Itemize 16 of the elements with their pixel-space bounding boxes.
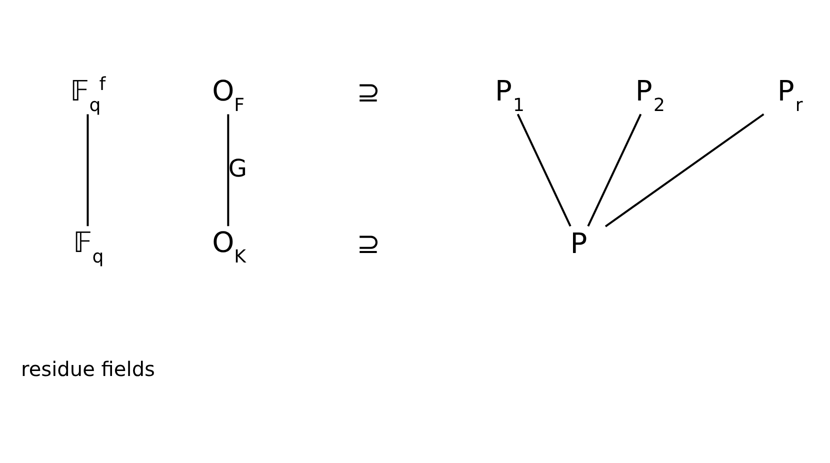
node-text: P$_{1}$ — [495, 74, 525, 116]
connector — [516, 113, 572, 226]
node-text: P — [570, 226, 588, 260]
label: ⊇ — [356, 226, 380, 260]
edge-label: G — [228, 154, 248, 182]
connector — [604, 112, 764, 227]
connector — [227, 114, 230, 226]
node-text: 𝔽$_{q}$ — [73, 225, 104, 267]
connector — [587, 113, 642, 226]
node-text: P$_{2}$ — [635, 74, 665, 116]
label: residue fields — [21, 356, 156, 380]
node-text: O$_{F}$ — [212, 74, 245, 116]
label: ⊇ — [356, 74, 380, 108]
connector — [86, 114, 89, 226]
node-text: O$_{K}$ — [212, 225, 246, 267]
node-text: P$_{r}$ — [777, 74, 803, 116]
